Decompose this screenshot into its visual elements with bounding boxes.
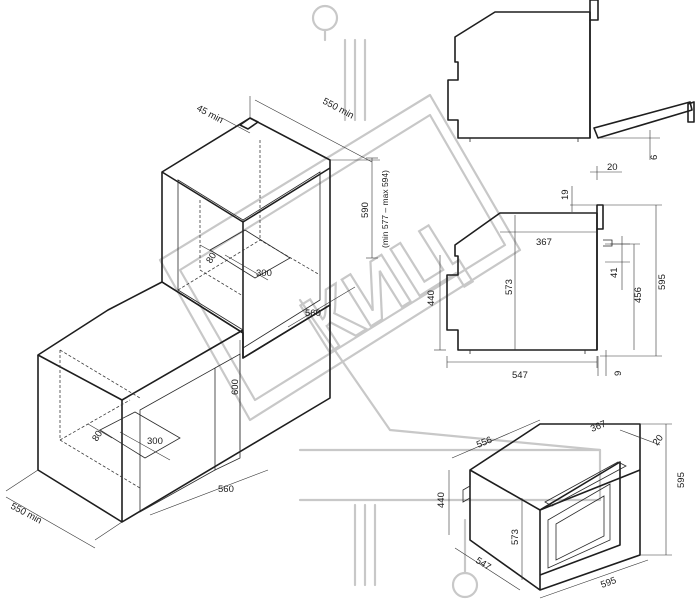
label-side-height-456: 456	[633, 287, 644, 303]
label-upper-height-range: (min 577 – max 594)	[380, 170, 390, 248]
watermark: КИЦ	[158, 4, 602, 599]
label-upper-width: 560	[305, 308, 321, 319]
label-lower-vent-width: 300	[147, 436, 163, 447]
label-iso-height-440: 440	[436, 492, 447, 508]
label-side-height-440: 440	[426, 290, 437, 306]
label-side-top-19: 19	[560, 189, 571, 200]
label-lower-width: 560	[218, 484, 234, 495]
iso-oven: 556 367 20 595 440 573 547 595	[436, 419, 687, 599]
label-lower-height: 600	[230, 379, 241, 395]
lower-cabinet	[37, 281, 331, 523]
label-side-depth-547: 547	[512, 370, 528, 381]
side-view-dimensioned: 20 19 367 440 573 41 456 595 9 547	[426, 162, 668, 381]
label-lower-vent-depth: 80	[90, 429, 105, 444]
label-side-depth-367: 367	[536, 237, 552, 248]
label-side-gap-41: 41	[609, 267, 620, 278]
label-side-door-gap: 6	[649, 155, 660, 160]
label-iso-panel-20: 20	[651, 433, 666, 448]
label-iso-width-595: 595	[599, 575, 618, 591]
lower-dimensions: 600 80 300 560 550 min	[5, 340, 269, 549]
label-upper-vent-width: 300	[256, 268, 272, 279]
label-upper-vent-depth: 80	[204, 251, 219, 266]
label-side-height-573: 573	[504, 279, 515, 295]
label-iso-depth-556: 556	[475, 435, 494, 451]
label-iso-height-573: 573	[510, 529, 521, 545]
label-side-height-595: 595	[657, 274, 668, 290]
side-view-door-open: 6	[447, 0, 695, 160]
label-upper-depth-min: 550 min	[321, 96, 356, 122]
label-side-top-20: 20	[607, 162, 618, 173]
label-iso-depth-367: 367	[589, 419, 608, 435]
label-upper-gap-min: 45 min	[195, 103, 225, 126]
label-upper-height: 590	[360, 202, 371, 218]
label-lower-depth-min: 550 min	[9, 501, 44, 527]
label-iso-height-595: 595	[676, 472, 687, 488]
label-side-bottom-9: 9	[613, 371, 624, 376]
